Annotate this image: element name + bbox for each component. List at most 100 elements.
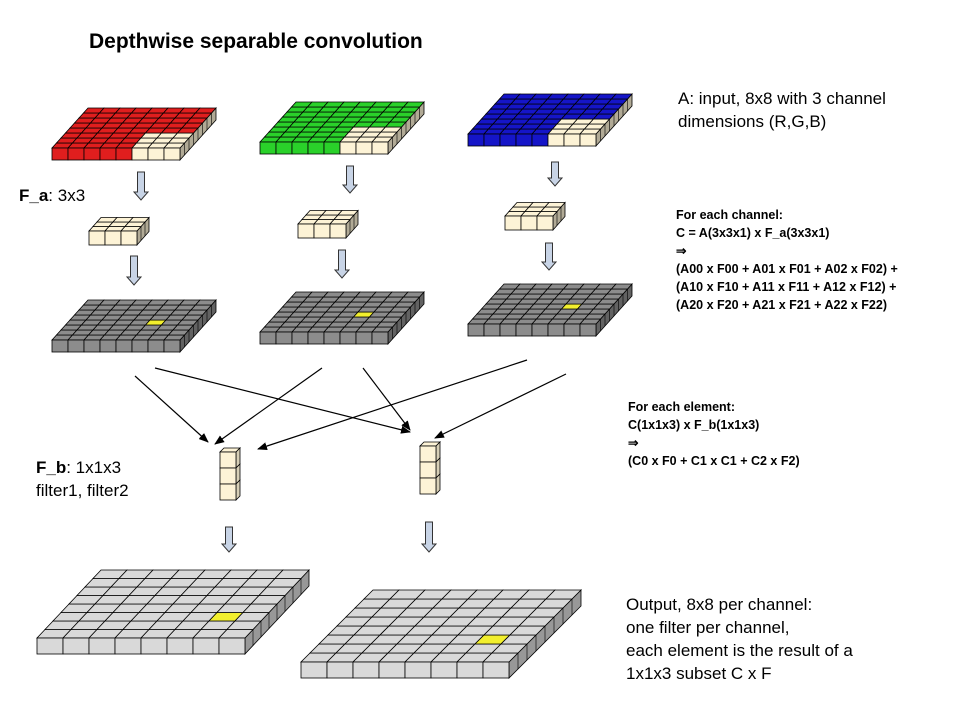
- fa1-cell: [128, 217, 150, 223]
- connector-arrow: [154, 367, 411, 434]
- element-formula-line: (C0 x F0 + C1 x C1 + C2 x F2): [628, 454, 800, 468]
- element-formula-line: ⇒: [628, 436, 639, 450]
- fa1-front-cell: [88, 230, 106, 246]
- element-formula: For each element: C(1x1x3) x F_b(1x1x3) …: [628, 398, 800, 470]
- grid-red-front-cell: [147, 147, 165, 161]
- gray3-front-cell: [563, 323, 581, 337]
- output-description-line: Output, 8x8 per channel:: [626, 595, 813, 614]
- connector-arrows: [134, 359, 567, 450]
- gray1-front-cell: [115, 339, 133, 353]
- output-description: Output, 8x8 per channel: one filter per …: [626, 593, 853, 685]
- pointwise-filter-1-cube: [219, 483, 237, 501]
- down-arrow: [220, 526, 238, 553]
- connector-arrow: [434, 373, 567, 439]
- pointwise-filter-2: [419, 441, 441, 495]
- gray3-front-cell: [483, 323, 501, 337]
- grid-green-front-cell: [323, 141, 341, 155]
- pointwise-filter-1-side: [235, 479, 241, 501]
- page-title: Depthwise separable convolution: [89, 30, 423, 53]
- pointwise-filter-2-cube: [419, 477, 437, 495]
- grid-green-front-cell: [275, 141, 293, 155]
- output-grid-1-cell: [274, 569, 310, 579]
- gray3-front-cell: [515, 323, 533, 337]
- grid-red-front-cell: [99, 147, 117, 161]
- pointwise-filter-1-cube: [219, 467, 237, 485]
- grid-blue-front-cell: [547, 133, 565, 147]
- channel-formula-line: (A00 x F00 + A01 x F01 + A02 x F02) +: [676, 262, 898, 276]
- fa2-cell: [333, 214, 355, 220]
- grid-red-front-cell: [131, 147, 149, 161]
- output-grid-2-front-cell: [482, 661, 510, 679]
- down-arrow-filter-to-output-blue: [540, 242, 558, 271]
- output-grid-1-front-cell: [62, 637, 90, 655]
- input-grid-green: [259, 100, 425, 156]
- output-grid-2-front-cell: [430, 661, 458, 679]
- gray3-front-cell: [579, 323, 597, 337]
- output-grid-1-front-cell: [140, 637, 168, 655]
- fa2-cell: [329, 219, 351, 225]
- channel-formula: For each channel: C = A(3x3x1) x F_a(3x3…: [676, 206, 898, 314]
- grid-green-front-cell: [339, 141, 357, 155]
- fb-label-size: : 1x1x3: [66, 458, 122, 477]
- gray1-front-cell: [163, 339, 181, 353]
- fb-label-name: F_b: [36, 458, 67, 477]
- grid-green-front-cell: [291, 141, 309, 155]
- output-grid-2-front-cell: [378, 661, 406, 679]
- gray2-front-cell: [323, 331, 341, 345]
- gray2-front-cell: [275, 331, 293, 345]
- output-description-line: one filter per channel,: [626, 618, 790, 637]
- down-arrow: [132, 171, 150, 201]
- fb-label: F_b: 1x1x3 filter1, filter2: [36, 456, 129, 502]
- output-grid-2-front-cell: [456, 661, 484, 679]
- down-arrow-pointwise-2: [420, 521, 438, 553]
- down-arrow-input-to-filter-blue: [546, 161, 564, 187]
- depthwise-output-red: [51, 298, 217, 354]
- fa2-cell: [337, 210, 359, 216]
- down-arrow: [341, 165, 359, 194]
- gray2-front-cell: [339, 331, 357, 345]
- input-description-line-1: A: input, 8x8 with 3 channel: [678, 89, 886, 108]
- output-grid-2: [300, 589, 582, 679]
- fa2-front-cell: [313, 223, 331, 239]
- gray1-front-cell: [99, 339, 117, 353]
- connector-arrow: [214, 367, 323, 445]
- grid-blue-cell: [610, 93, 633, 100]
- grid-blue-front-cell: [515, 133, 533, 147]
- fa3-cell: [544, 202, 566, 208]
- gray1-cell: [194, 299, 217, 306]
- depthwise-filter-blue: [504, 201, 566, 232]
- gray1-front-cell: [51, 339, 69, 353]
- channel-formula-line: For each channel:: [676, 208, 783, 222]
- output-grid-1-front-cell: [166, 637, 194, 655]
- gray1-front-cell: [131, 339, 149, 353]
- element-formula-line: For each element:: [628, 400, 735, 414]
- depthwise-filter-green: [297, 209, 359, 240]
- gray3-cell: [610, 283, 633, 290]
- fa-label-size: : 3x3: [48, 186, 86, 205]
- gray3-front-cell: [531, 323, 549, 337]
- gray2-front-cell: [371, 331, 389, 345]
- depthwise-output-blue: [467, 282, 633, 338]
- grid-green-front-cell: [307, 141, 325, 155]
- depthwise-output-green: [259, 290, 425, 346]
- grid-green-cell: [402, 101, 425, 108]
- down-arrow-input-to-filter-red: [132, 171, 150, 201]
- pointwise-filter-2-side: [435, 473, 441, 495]
- pointwise-filter-1-cube: [219, 451, 237, 469]
- gray2-front-cell: [259, 331, 277, 345]
- fa1-cell: [120, 226, 142, 232]
- channel-formula-line: C = A(3x3x1) x F_a(3x3x1): [676, 226, 830, 240]
- fa-label-name: F_a: [19, 186, 49, 205]
- gray3-front-cell: [547, 323, 565, 337]
- grid-blue-front-cell: [563, 133, 581, 147]
- gray3-front-cell: [467, 323, 485, 337]
- grid-blue-front-cell: [531, 133, 549, 147]
- grid-red-front-cell: [51, 147, 69, 161]
- output-grid-1-front-cell: [36, 637, 64, 655]
- down-arrow-filter-to-output-red: [125, 255, 143, 286]
- gray2-front-cell: [307, 331, 325, 345]
- fa3-front-cell: [504, 215, 522, 231]
- gray3-front-cell: [499, 323, 517, 337]
- down-arrow-filter-to-output-green: [333, 249, 351, 279]
